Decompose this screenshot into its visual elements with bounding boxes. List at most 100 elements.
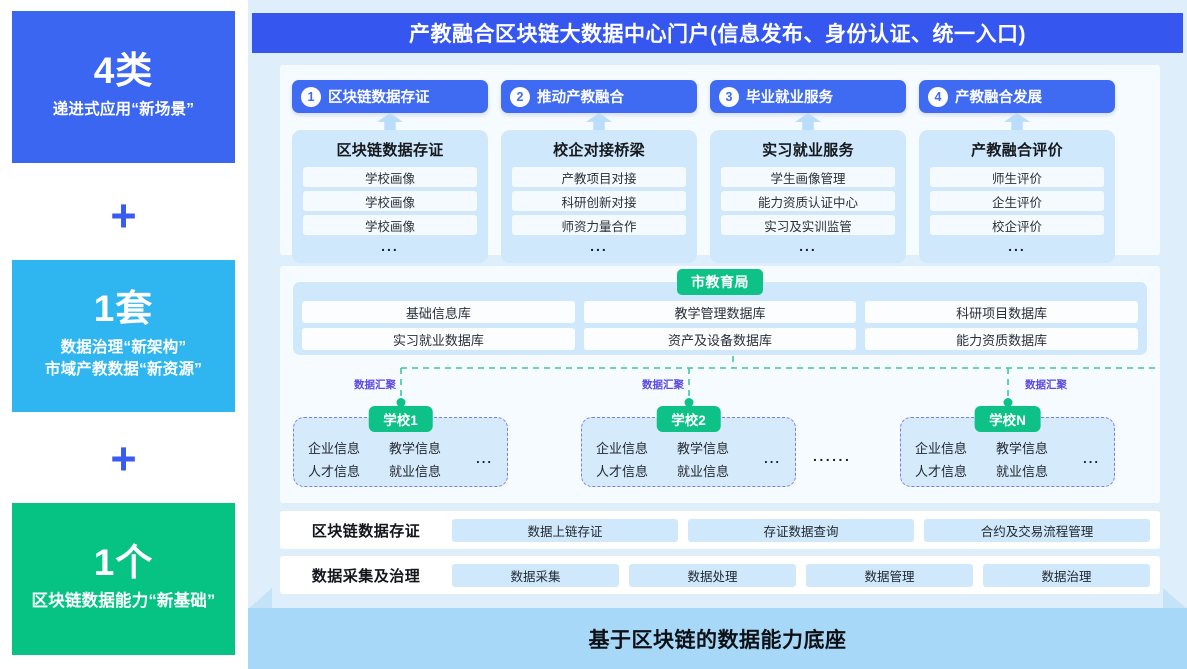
sidebar-block-3-subtitle: 区块链数据能力“新基础” [31, 592, 216, 611]
sidebar-block-1-headline: 4类 [93, 50, 154, 92]
school-badge-1: 学校1 [368, 406, 433, 432]
connector-dot-icon-2 [684, 398, 693, 407]
app-badge-1-label: 区块链数据存证 [328, 90, 430, 106]
list-item[interactable]: 学校画像 [303, 167, 477, 187]
database-item[interactable]: 科研项目数据库 [865, 301, 1138, 323]
capability-item[interactable]: 数据处理 [629, 563, 796, 587]
sidebar-block-architecture: 1套 数据治理“新架构” 市域产教数据“新资源” [12, 260, 235, 412]
school-field: 教学信息 [996, 441, 1049, 456]
capability-row-data: 数据采集及治理 数据采集 数据处理 数据管理 数据治理 [280, 556, 1160, 594]
app-card-2-more: ... [590, 238, 608, 254]
page-title: 产教融合区块链大数据中心门户(信息发布、身份认证、统一入口) [252, 13, 1183, 53]
plus-icon-2: + [110, 433, 137, 484]
number-circle-icon: 2 [510, 86, 530, 107]
sidebar-block-3-headline: 1个 [93, 541, 154, 583]
school-field: 人才信息 [308, 464, 361, 479]
school-field: 就业信息 [677, 464, 730, 479]
app-badge-4[interactable]: 4 产教融合发展 [919, 80, 1115, 113]
database-item[interactable]: 实习就业数据库 [302, 328, 575, 350]
app-card-1: 区块链数据存证 学校画像 学校画像 学校画像 ... [292, 130, 488, 263]
capability-item[interactable]: 数据采集 [452, 563, 619, 587]
schools-gap-ellipsis: ...... [813, 448, 852, 464]
base-bevel-left [248, 588, 272, 609]
capability-item[interactable]: 合约及交易流程管理 [924, 518, 1150, 542]
aggregation-connector-tree [400, 356, 1160, 402]
list-item[interactable]: 企生评价 [930, 191, 1104, 211]
sidebar-block-2-subtitle-line2: 市域产教数据“新资源” [44, 361, 203, 379]
left-sidebar: 4类 递进式应用“新场景” + 1套 数据治理“新架构” 市域产教数据“新资源”… [12, 0, 235, 669]
app-badge-2-label: 推动产教融合 [537, 90, 624, 106]
foundation-bar: 基于区块链的数据能力底座 [248, 608, 1187, 669]
number-circle-icon: 3 [719, 86, 739, 107]
arrow-up-icon-4 [1004, 113, 1030, 130]
list-item[interactable]: 学校画像 [303, 191, 477, 211]
data-governance-section: 市教育局 基础信息库 教学管理数据库 科研项目数据库 实习就业数据库 资产及设备… [280, 266, 1160, 503]
app-card-3-more: ... [799, 238, 817, 254]
school-field: 教学信息 [389, 441, 442, 456]
school-more-n: ... [1083, 451, 1100, 466]
app-badge-2[interactable]: 2 推动产教融合 [501, 80, 697, 113]
list-item[interactable]: 科研创新对接 [512, 191, 686, 211]
database-item[interactable]: 能力资质数据库 [865, 328, 1138, 350]
app-card-1-title: 区块链数据存证 [336, 142, 444, 159]
school-badge-n: 学校N [974, 406, 1041, 432]
capability-row-blockchain: 区块链数据存证 数据上链存证 存证数据查询 合约及交易流程管理 [280, 511, 1160, 549]
school-field: 教学信息 [677, 441, 730, 456]
aggregation-label-2: 数据汇聚 [642, 379, 684, 391]
list-item[interactable]: 师资力量合作 [512, 215, 686, 235]
list-item[interactable]: 产教项目对接 [512, 167, 686, 187]
database-item[interactable]: 资产及设备数据库 [583, 328, 857, 350]
list-item[interactable]: 实习及实训监管 [721, 215, 895, 235]
application-column-3: 3 毕业就业服务 实习就业服务 学生画像管理 能力资质认证中心 实习及实训监管 … [710, 80, 906, 263]
sidebar-block-2-headline: 1套 [93, 288, 154, 330]
app-badge-1[interactable]: 1 区块链数据存证 [292, 80, 488, 113]
arrow-up-icon-2 [586, 113, 612, 130]
app-card-3: 实习就业服务 学生画像管理 能力资质认证中心 实习及实训监管 ... [710, 130, 906, 263]
application-column-2: 2 推动产教融合 校企对接桥梁 产教项目对接 科研创新对接 师资力量合作 ... [501, 80, 697, 263]
aggregation-label-1: 数据汇聚 [354, 379, 396, 391]
number-circle-icon: 1 [301, 86, 321, 107]
capability-rows-section: 区块链数据存证 数据上链存证 存证数据查询 合约及交易流程管理 数据采集及治理 … [280, 511, 1160, 596]
sidebar-block-foundation: 1个 区块链数据能力“新基础” [12, 503, 235, 655]
list-item[interactable]: 学校画像 [303, 215, 477, 235]
app-card-2: 校企对接桥梁 产教项目对接 科研创新对接 师资力量合作 ... [501, 130, 697, 263]
school-more-1: ... [476, 451, 493, 466]
sidebar-block-1-subtitle: 递进式应用“新场景” [52, 101, 195, 119]
app-card-4-more: ... [1008, 238, 1026, 254]
connector-dot-icon-1 [396, 398, 405, 407]
school-field: 企业信息 [308, 441, 361, 456]
app-card-2-title: 校企对接桥梁 [553, 142, 645, 159]
capability-item[interactable]: 数据上链存证 [452, 518, 678, 542]
capability-item[interactable]: 数据管理 [806, 563, 973, 587]
list-item[interactable]: 学生画像管理 [721, 167, 895, 187]
school-more-2: ... [764, 451, 781, 466]
capability-row-1-label: 区块链数据存证 [311, 522, 421, 540]
database-item[interactable]: 基础信息库 [302, 301, 575, 323]
list-item[interactable]: 师生评价 [930, 167, 1104, 187]
plus-icon-1: + [110, 190, 137, 241]
capability-item[interactable]: 数据治理 [983, 563, 1150, 587]
app-card-1-more: ... [381, 238, 399, 254]
school-field: 人才信息 [915, 464, 968, 479]
database-item[interactable]: 教学管理数据库 [583, 301, 857, 323]
sidebar-block-2-subtitle-line1: 数据治理“新架构” [60, 338, 187, 356]
bureau-box: 市教育局 基础信息库 教学管理数据库 科研项目数据库 实习就业数据库 资产及设备… [293, 269, 1147, 355]
school-box-n: 学校N 企业信息 教学信息 人才信息 就业信息 ... [900, 398, 1115, 487]
app-card-4: 产教融合评价 师生评价 企生评价 校企评价 ... [919, 130, 1115, 263]
connector-dot-icon-3 [1003, 398, 1012, 407]
app-badge-3[interactable]: 3 毕业就业服务 [710, 80, 906, 113]
app-card-4-title: 产教融合评价 [971, 142, 1063, 159]
aggregation-label-3: 数据汇聚 [1025, 379, 1067, 391]
school-field: 企业信息 [596, 441, 649, 456]
main-panel: 产教融合区块链大数据中心门户(信息发布、身份认证、统一入口) 1 区块链数据存证… [248, 0, 1187, 669]
applications-section: 1 区块链数据存证 区块链数据存证 学校画像 学校画像 学校画像 ... 2 推… [280, 65, 1160, 263]
school-field: 企业信息 [915, 441, 968, 456]
app-badge-4-label: 产教融合发展 [955, 90, 1042, 106]
list-item[interactable]: 校企评价 [930, 215, 1104, 235]
capability-item[interactable]: 存证数据查询 [688, 518, 914, 542]
app-badge-3-label: 毕业就业服务 [746, 90, 833, 106]
application-column-1: 1 区块链数据存证 区块链数据存证 学校画像 学校画像 学校画像 ... [292, 80, 488, 263]
list-item[interactable]: 能力资质认证中心 [721, 191, 895, 211]
school-badge-2: 学校2 [656, 406, 721, 432]
